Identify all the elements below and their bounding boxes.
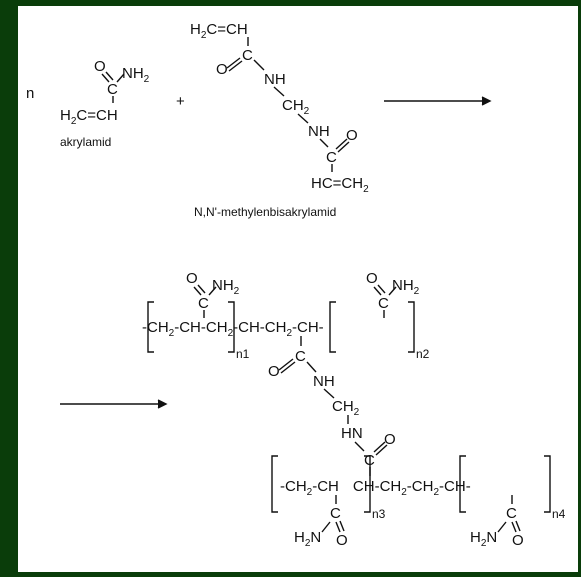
coefficient-n: n xyxy=(26,85,34,102)
bond-c2o-2 xyxy=(337,141,350,153)
plus-sign: + xyxy=(176,93,185,110)
bond-b-nh xyxy=(306,361,317,373)
lower-h2n-left: H2N xyxy=(294,529,321,549)
bond-lo2 xyxy=(197,284,206,294)
bracket-n2-close xyxy=(408,301,415,353)
reaction-scheme: n O NH2 C H2C=CH akrylamid + H2C=CH C O … xyxy=(26,21,566,549)
lower-c-left: C xyxy=(330,505,341,522)
crosslinker-c1: C xyxy=(242,47,253,64)
lower-o-right: O xyxy=(512,532,524,549)
bond-bo1 xyxy=(278,358,294,371)
crosslinker-o2: O xyxy=(346,127,358,144)
acrylamide-c: C xyxy=(107,81,118,98)
product-structure: O NH2 C O NH2 C -CH2-CH-CH2-CH-CH2-CH- n… xyxy=(142,270,566,549)
bond-cn xyxy=(116,73,125,83)
subscript-n3: n3 xyxy=(372,507,386,521)
bond-b2o1 xyxy=(373,441,386,453)
bond-co-2 xyxy=(105,71,114,81)
subscript-n4: n4 xyxy=(552,507,566,521)
bond-nh-c2 xyxy=(319,138,329,148)
bridge-nh: NH xyxy=(313,373,335,390)
acrylamide-structure: O NH2 C H2C=CH akrylamid xyxy=(60,58,150,149)
bridge-c: C xyxy=(295,348,306,365)
bracket-n3-close xyxy=(364,455,371,513)
bracket-n1-open xyxy=(147,301,154,353)
bond-nh-ch2b xyxy=(323,388,335,399)
crosslinker-c2: C xyxy=(326,149,337,166)
reaction-arrow-2 xyxy=(60,399,168,409)
product-nh2-right: NH2 xyxy=(392,277,420,297)
bond-lrn xyxy=(497,521,507,533)
product-c-left: C xyxy=(198,295,209,312)
bridge-hn: HN xyxy=(341,425,363,442)
crosslinker-o1: O xyxy=(216,61,228,78)
bond-ch2-nh xyxy=(297,113,309,124)
product-o-right: O xyxy=(366,270,378,287)
crosslinker-bottom-vinyl: HC=CH2 xyxy=(311,175,369,195)
bridge-o2: O xyxy=(384,431,396,448)
subscript-n2: n2 xyxy=(416,347,430,361)
bond-lro2 xyxy=(515,520,521,532)
product-c-right: C xyxy=(378,295,389,312)
bond-b2o2 xyxy=(375,444,388,456)
crosslinker-nh1: NH xyxy=(264,71,286,88)
bond-bo2 xyxy=(280,361,296,374)
bond-co-1 xyxy=(101,73,110,83)
bond-lo1 xyxy=(193,286,202,296)
bond-nh-ch2 xyxy=(273,86,285,97)
bond-ln xyxy=(208,286,217,296)
lower-c-right: C xyxy=(506,505,517,522)
acrylamide-vinyl: H2C=CH xyxy=(60,107,118,127)
bracket-n2-open xyxy=(329,301,336,353)
bond-c1o-1 xyxy=(226,57,241,69)
crosslinker-top-vinyl: H2C=CH xyxy=(190,21,248,41)
product-upper-chain: -CH2-CH-CH2-CH-CH2-CH- xyxy=(142,319,324,339)
acrylamide-name: akrylamid xyxy=(60,135,111,149)
bond-llo1 xyxy=(335,521,341,533)
bond-c1-nh xyxy=(253,59,265,71)
product-o-left: O xyxy=(186,270,198,287)
bracket-n4-open xyxy=(459,455,466,513)
bracket-n3-open xyxy=(271,455,278,513)
bond-llo2 xyxy=(339,520,345,532)
bridge-ch2: CH2 xyxy=(332,398,360,418)
bond-c1o-2 xyxy=(228,60,243,72)
bracket-n1-close xyxy=(228,301,235,353)
lower-o-left: O xyxy=(336,532,348,549)
bond-ro1 xyxy=(373,286,382,296)
bond-lro1 xyxy=(511,521,517,533)
crosslinker-structure: H2C=CH C O NH CH2 NH O C HC=CH2 N,N'-met… xyxy=(190,21,369,219)
lower-h2n-right: H2N xyxy=(470,529,497,549)
bond-c2o-1 xyxy=(335,138,348,150)
bond-hn-c2 xyxy=(354,441,365,452)
crosslinker-name: N,N'-methylenbisakrylamid xyxy=(194,205,336,219)
diagram-panel: n O NH2 C H2C=CH akrylamid + H2C=CH C O … xyxy=(18,6,578,572)
bridge-o: O xyxy=(268,363,280,380)
subscript-n1: n1 xyxy=(236,347,250,361)
reaction-arrow-1 xyxy=(384,96,492,106)
crosslinker-ch2: CH2 xyxy=(282,97,310,117)
bond-rn xyxy=(388,286,397,296)
product-nh2-left: NH2 xyxy=(212,277,240,297)
bond-ro2 xyxy=(377,284,386,294)
acrylamide-nh2: NH2 xyxy=(122,65,150,85)
bond-lln xyxy=(321,521,331,533)
crosslinker-nh2: NH xyxy=(308,123,330,140)
bracket-n4-close xyxy=(544,455,551,513)
acrylamide-o: O xyxy=(94,58,106,75)
